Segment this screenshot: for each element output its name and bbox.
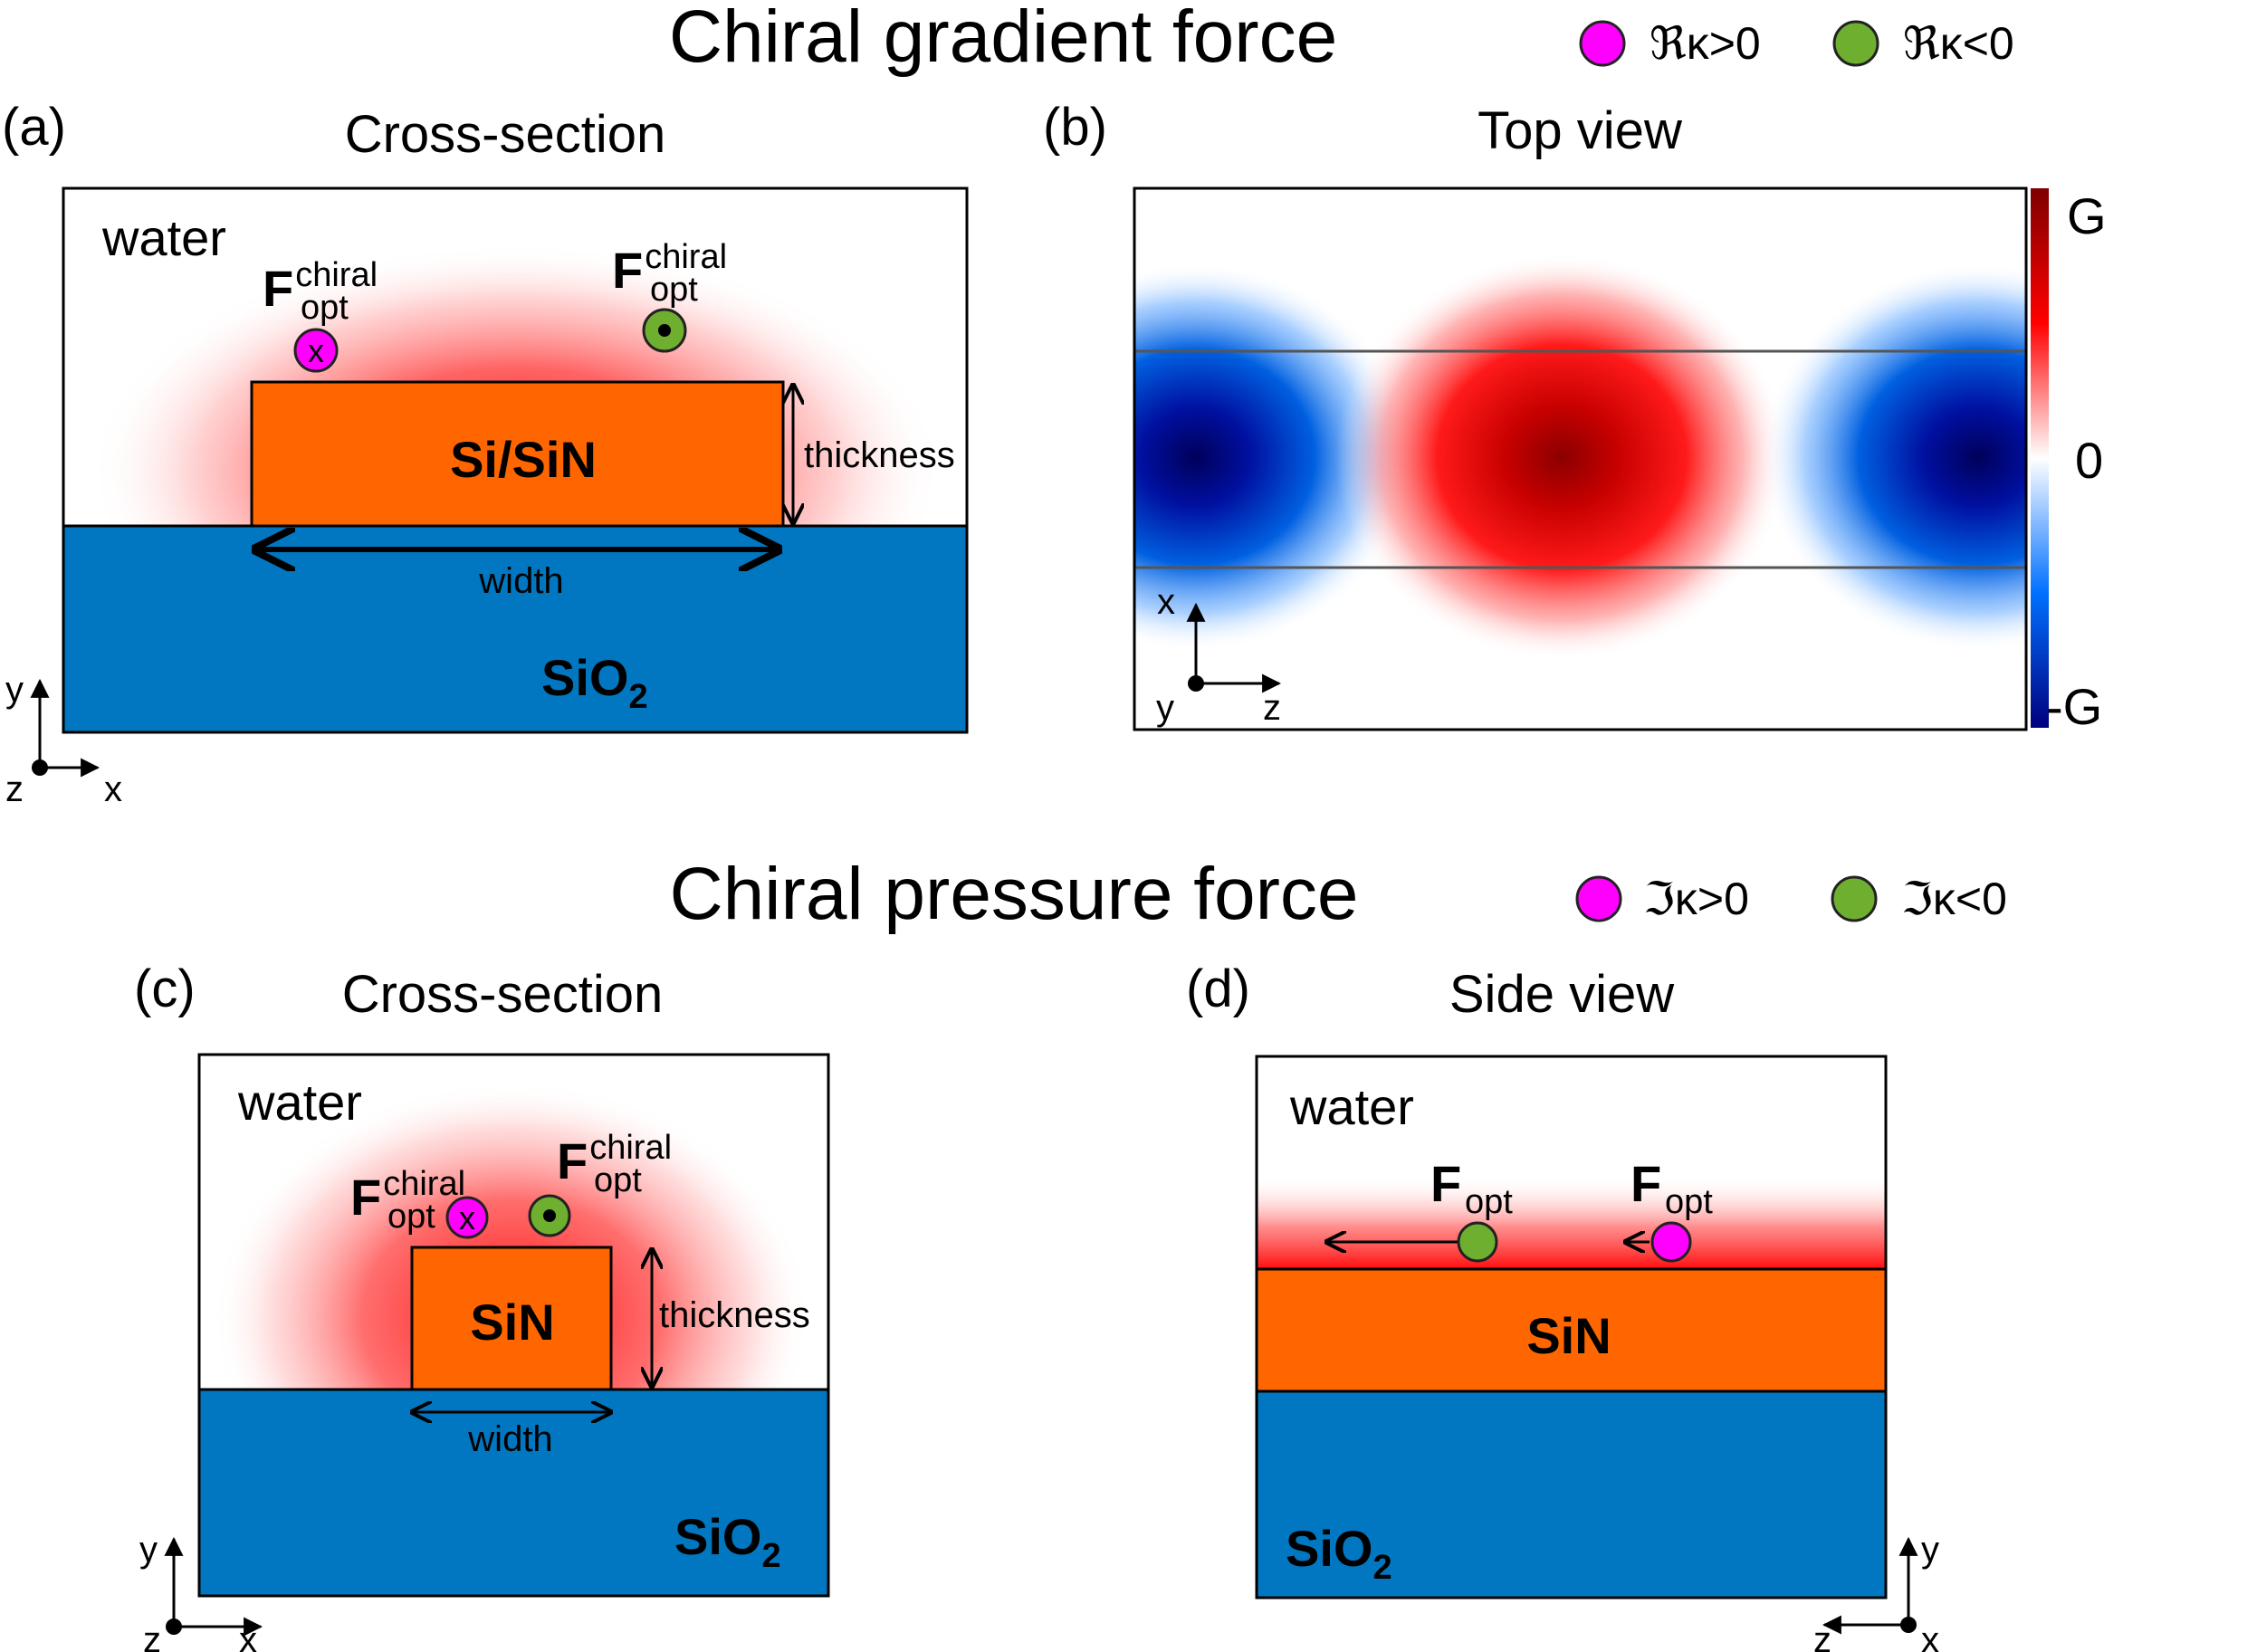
axis-label-z: z [1813, 1620, 1831, 1652]
axis-label-y: y [1921, 1530, 1939, 1570]
field-map [1134, 253, 2026, 661]
axis-label-x: x [1157, 582, 1175, 622]
section-title-pressure: Chiral pressure force [669, 853, 1358, 935]
legend-label: ℜκ>0 [1650, 18, 1761, 69]
axis-label-y: y [1156, 688, 1174, 728]
force-subscript: opt [1665, 1183, 1713, 1221]
panel-label-c: (c) [134, 960, 196, 1018]
force-label: Fchiral [557, 1129, 672, 1189]
axis-label-y: y [139, 1530, 158, 1570]
waveguide-core [250, 380, 785, 528]
panel-b: (b) Top view G 0 -G x z y [1043, 98, 2107, 735]
panel-label-b: (b) [1043, 98, 1107, 157]
panel-label-a: (a) [2, 98, 66, 157]
width-label: width [478, 561, 563, 601]
colorbar [2031, 188, 2049, 728]
panel-subtitle-b: Top view [1478, 101, 1683, 160]
force-subscript: opt [301, 289, 349, 327]
panel-frame [1133, 186, 2028, 731]
field-lobe-negative [1134, 263, 1412, 652]
panel-subtitle-d: Side view [1449, 965, 1675, 1024]
legend-marker-magenta [1579, 20, 1626, 67]
panel-label-d: (d) [1186, 960, 1250, 1018]
particle-magenta [1650, 1221, 1692, 1263]
svg-text:x: x [308, 332, 324, 369]
colorbar-mid: 0 [2075, 432, 2103, 489]
section-title-gradient: Chiral gradient force [669, 0, 1337, 78]
core-label: Si/SiN [450, 431, 597, 488]
substrate [199, 1389, 828, 1596]
axis-label-y: y [5, 670, 24, 710]
substrate-label: SiO2 [541, 649, 648, 716]
axis-label-x: x [104, 769, 122, 809]
force-label: Fchiral [612, 238, 727, 299]
panel-a: (a) Cross-section Si/SiN water SiO2 widt… [2, 98, 969, 809]
substrate-label: SiO2 [1286, 1520, 1392, 1587]
particle-magenta-into: x [293, 328, 339, 373]
colorbar-min: -G [2046, 678, 2102, 735]
axis-indicator: y z x [1813, 1530, 1939, 1652]
substrate [63, 526, 967, 732]
waveguide-core [410, 1246, 613, 1391]
core-label: SiN [470, 1294, 554, 1351]
medium-label: water [237, 1074, 362, 1131]
legend-gradient: ℜκ>0 ℜκ<0 [1579, 18, 2014, 69]
force-subscript: opt [387, 1198, 435, 1236]
panel-c: (c) Cross-section SiN water SiO2 width t… [134, 960, 830, 1652]
medium-label: water [1289, 1078, 1414, 1135]
panel-subtitle-a: Cross-section [345, 105, 666, 164]
axis-label-x: x [1921, 1620, 1939, 1652]
legend-marker-green [1832, 20, 1879, 67]
particle-green-out [528, 1194, 571, 1237]
particle-green-out [642, 308, 687, 353]
axis-indicator: y x z [5, 670, 122, 809]
force-subscript: opt [1465, 1183, 1513, 1221]
field-glow [1257, 1175, 1886, 1269]
axis-indicator: y x z [139, 1530, 263, 1652]
legend-label: ℑκ>0 [1643, 874, 1749, 924]
force-subscript: opt [650, 271, 698, 309]
panel-d: (d) Side view SiN water SiO2 F opt F opt… [1186, 960, 1939, 1652]
axis-label-z: z [143, 1620, 161, 1652]
colorbar-max: G [2067, 187, 2107, 244]
panel-frame [62, 186, 969, 734]
force-label: F [1631, 1155, 1661, 1212]
legend-label: ℜκ<0 [1903, 18, 2014, 69]
thickness-label: thickness [804, 435, 955, 475]
legend-marker-green [1831, 875, 1878, 922]
width-label: width [467, 1419, 552, 1459]
particle-magenta-into: x [445, 1196, 489, 1239]
force-subscript: opt [594, 1161, 642, 1199]
axis-label-z: z [1263, 688, 1281, 728]
panel-frame [197, 1053, 830, 1598]
particle-green [1457, 1221, 1498, 1263]
force-label: F [1430, 1155, 1461, 1212]
panel-frame [1255, 1055, 1888, 1599]
axis-label-x: x [239, 1620, 257, 1652]
panel-subtitle-c: Cross-section [342, 965, 664, 1024]
axis-indicator: x z y [1156, 582, 1282, 728]
legend-pressure: ℑκ>0 ℑκ<0 [1575, 874, 2007, 924]
substrate-label: SiO2 [674, 1508, 781, 1575]
force-label: Fchiral [350, 1165, 465, 1226]
force-label: Fchiral [263, 256, 378, 317]
medium-label: water [101, 209, 226, 266]
field-lobe-positive [1335, 253, 1788, 661]
legend-marker-magenta [1575, 875, 1622, 922]
legend-label: ℑκ<0 [1901, 874, 2007, 924]
substrate [1257, 1391, 1886, 1598]
thickness-label: thickness [659, 1295, 810, 1335]
field-lobe-negative [1761, 263, 2026, 652]
core-label: SiN [1526, 1307, 1611, 1364]
axis-label-z: z [5, 769, 24, 809]
svg-text:x: x [459, 1199, 475, 1237]
